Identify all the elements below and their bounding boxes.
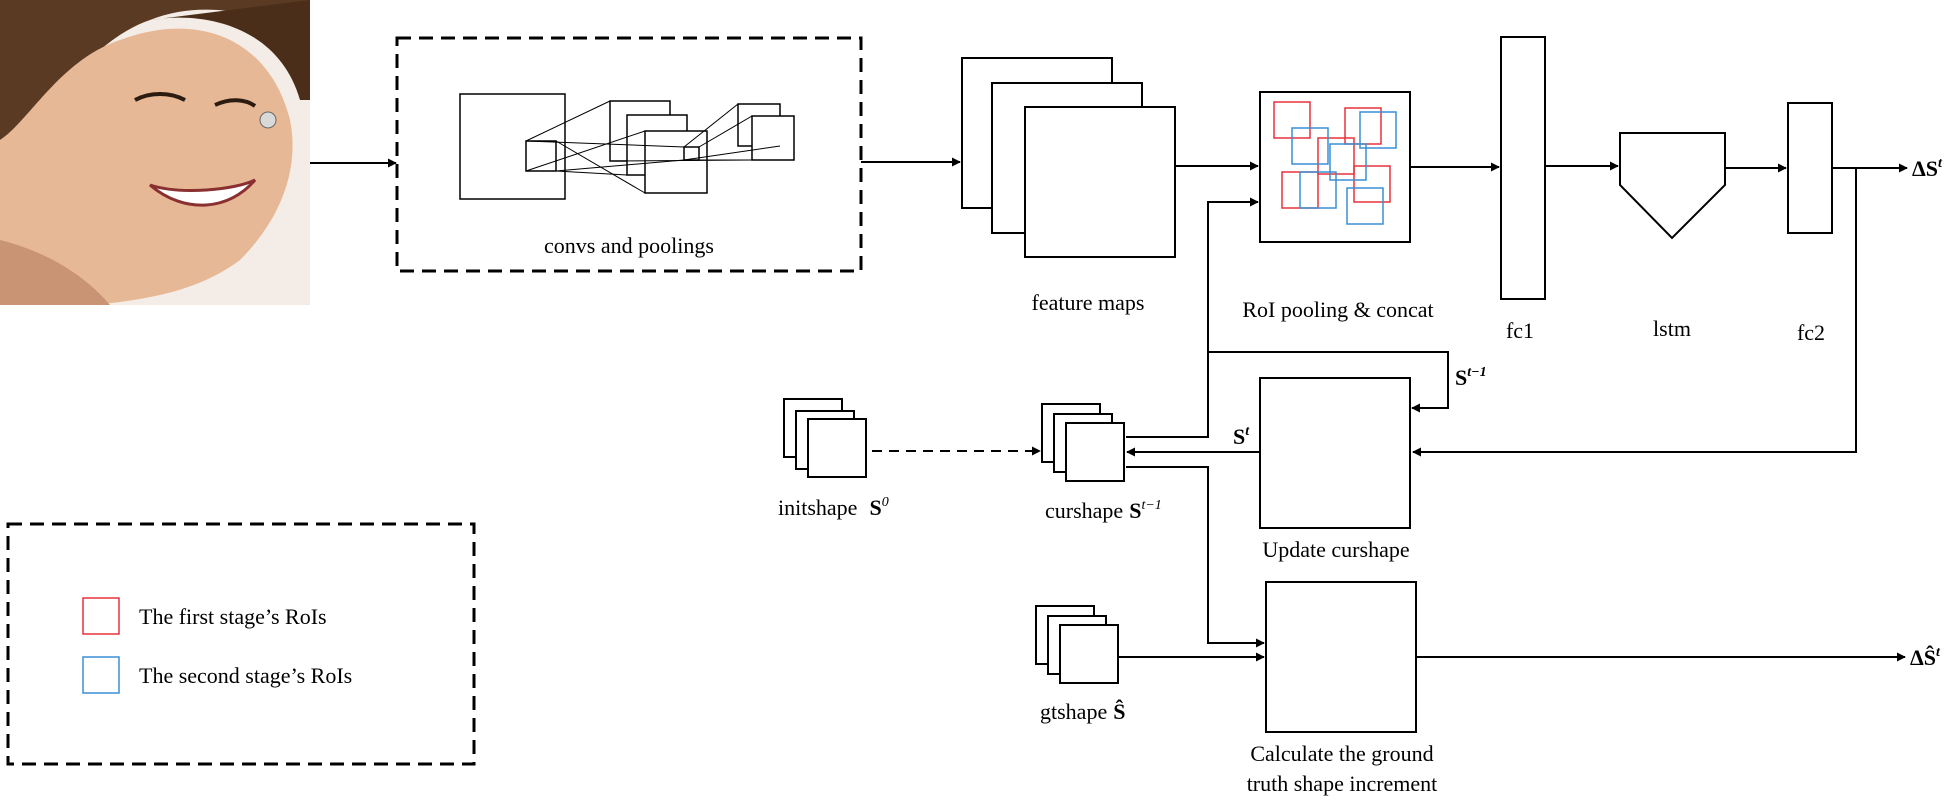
arrow-prev-shape-loop: [1208, 351, 1449, 413]
shoulder-shape: [0, 240, 110, 305]
roi-pooling-box: [1259, 91, 1411, 243]
legend-second-stage-swatch: [82, 656, 120, 694]
second-stage-rois: [1291, 111, 1397, 225]
convs-block: convs and poolings: [395, 36, 863, 273]
face-shape: [0, 28, 293, 305]
arrow-feedback-to-update: [1412, 168, 1857, 457]
conv-kernel-square: [525, 140, 557, 172]
roi-pooling-label: RoI pooling & concat: [1242, 297, 1433, 322]
roi-pooling-block: RoI pooling & concat: [1242, 91, 1434, 322]
conv-layer2-b: [751, 115, 795, 161]
convs-dashed-border: [395, 36, 863, 273]
output-delta-s-hat-label: ΔŜt: [1910, 645, 1941, 670]
fc1-box: [1500, 36, 1546, 300]
feature-map-front: [1024, 106, 1176, 258]
s-t-minus-1-label: St−1: [1455, 365, 1487, 390]
arrow-curshape-to-calc: [1126, 466, 1265, 648]
eye-left: [134, 92, 186, 102]
feature-maps: feature maps: [961, 57, 1176, 315]
legend: The first stage’s RoIs The second stage’…: [6, 522, 476, 766]
lstm-label: lstm: [1653, 316, 1691, 341]
fc2-box: [1787, 102, 1833, 234]
conv-connection-lines: [525, 100, 794, 194]
fc2-label: fc2: [1797, 320, 1825, 345]
earring: [259, 111, 277, 129]
hair-shape: [0, 0, 310, 140]
legend-second-stage-label: The second stage’s RoIs: [139, 663, 352, 688]
lstm-block: [1619, 132, 1726, 240]
output-delta-s-label: ΔSt: [1912, 156, 1943, 181]
legend-first-stage-label: The first stage’s RoIs: [139, 604, 327, 629]
calc-label-line1: Calculate the ground: [1250, 741, 1433, 766]
feature-maps-label: feature maps: [1032, 290, 1145, 315]
update-curshape-box: [1259, 377, 1411, 529]
calc-label-line2: truth shape increment: [1247, 771, 1438, 796]
legend-first-stage-swatch: [82, 597, 120, 635]
convs-label: convs and poolings: [544, 233, 714, 258]
smile-mouth: [149, 178, 257, 207]
arrow-curshape-to-roi: [1126, 197, 1259, 438]
eye-right: [214, 98, 257, 108]
legend-dashed-border: [6, 522, 476, 766]
calc-increment-box: [1265, 581, 1417, 733]
hair-top-right: [150, 0, 310, 100]
s-t-label: St: [1233, 424, 1250, 449]
conv-layer1-c: [644, 130, 708, 194]
update-curshape-label: Update curshape: [1262, 537, 1409, 562]
input-face-image: [0, 0, 310, 305]
fc1-label: fc1: [1506, 318, 1534, 343]
